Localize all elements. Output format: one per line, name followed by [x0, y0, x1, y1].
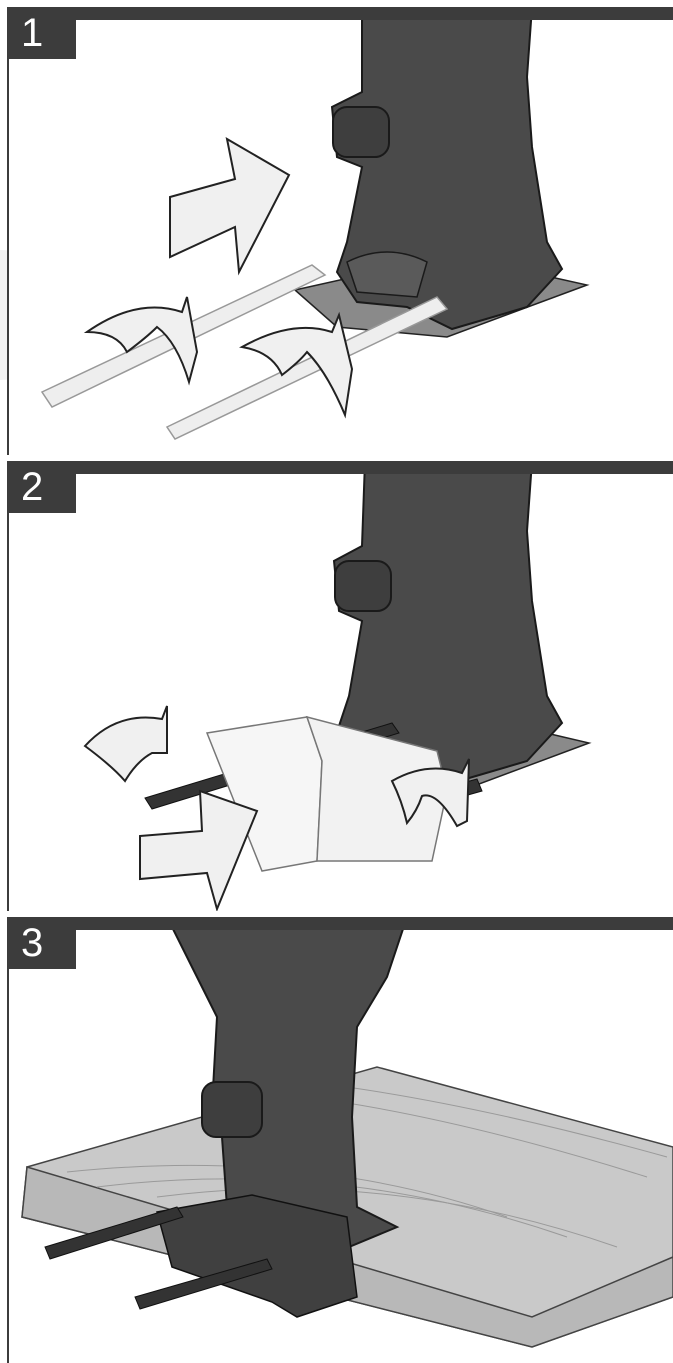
step-1-header-bar	[7, 7, 673, 20]
step-number-3: 3	[7, 917, 76, 969]
step-3-illustration	[7, 917, 673, 1363]
step-1-left-rule	[7, 7, 9, 455]
step-2-illustration	[7, 461, 673, 911]
step-2-left-rule	[7, 461, 9, 911]
step-number-1: 1	[7, 7, 76, 59]
step-number-2: 2	[7, 461, 76, 513]
step-3-left-rule	[7, 917, 9, 1363]
step-1-illustration	[7, 7, 673, 455]
step-2-header-bar	[7, 461, 673, 474]
step-3-panel: 3	[7, 917, 673, 1363]
step-3-header-bar	[7, 917, 673, 930]
step-2-panel: 2	[7, 461, 673, 911]
step-1-panel: 1	[7, 7, 673, 455]
